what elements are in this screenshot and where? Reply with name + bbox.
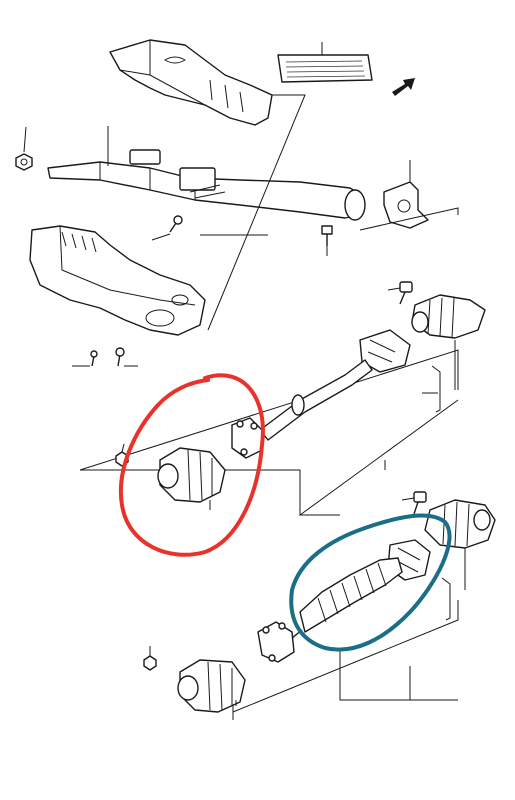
upper-column-cover xyxy=(109,39,273,126)
intermediate-shaft-5 xyxy=(259,359,373,441)
shaft-flange-6 xyxy=(257,621,303,663)
lower-column-cover xyxy=(29,225,206,336)
bolt-4 xyxy=(321,225,333,246)
shaft-6-frame xyxy=(232,600,459,713)
joint-7 xyxy=(157,447,226,503)
shaft-flange-5 xyxy=(231,417,263,459)
shaft-5-frame xyxy=(79,349,459,471)
screw-14 xyxy=(90,350,98,367)
boot-9-lower xyxy=(424,499,496,549)
nut-11-lower-left xyxy=(143,655,157,671)
shaft-bellows-6 xyxy=(299,557,403,633)
teal-highlight-circle xyxy=(289,513,452,652)
nut-12 xyxy=(15,153,33,171)
screw-15 xyxy=(115,347,125,367)
joint-8 xyxy=(177,659,246,713)
boot-9-upper xyxy=(411,294,486,339)
front-direction-arrow-icon xyxy=(392,78,415,96)
bolt-11-lower-right xyxy=(413,491,427,515)
clip-10-upper xyxy=(431,365,441,413)
label-plate xyxy=(277,54,373,83)
red-highlight-circle xyxy=(118,373,265,557)
bolt-11-top xyxy=(399,281,413,305)
steering-column-shaft xyxy=(47,149,366,221)
column-assembly-frame xyxy=(207,94,306,331)
clip-10-lower xyxy=(441,577,451,621)
mounting-plate-2 xyxy=(383,181,429,229)
screw-3 xyxy=(169,215,183,233)
